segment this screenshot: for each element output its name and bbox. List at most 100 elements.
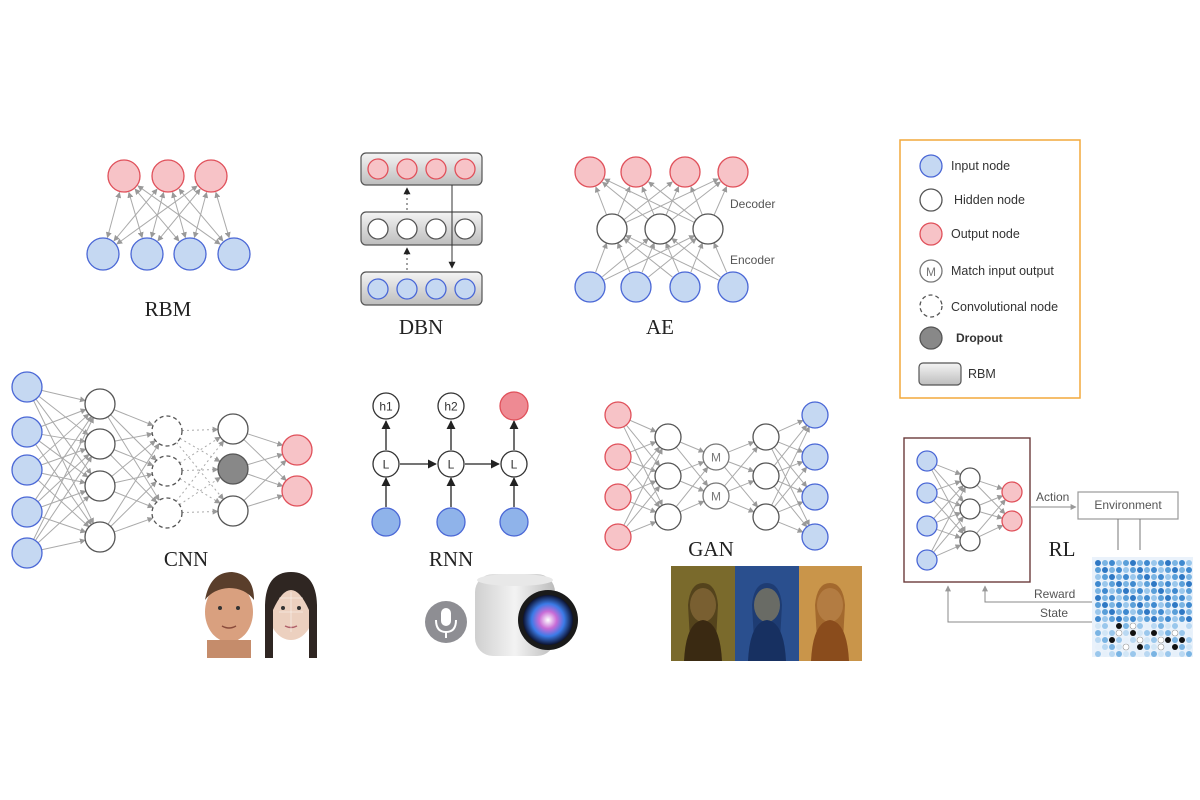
go-board-cell (1102, 644, 1108, 650)
cnn-hidden-node (84, 470, 116, 502)
rl-input-node (916, 450, 938, 472)
go-board-cell (1116, 644, 1122, 650)
go-board-cell (1123, 588, 1129, 594)
cnn-edge (181, 466, 219, 473)
dbn-top-node (425, 158, 447, 180)
go-board-cell (1102, 637, 1108, 643)
go-board-cell (1130, 574, 1136, 580)
go-board-cell (1137, 574, 1143, 580)
go-board-cell (1116, 637, 1122, 643)
go-board-cell (1102, 602, 1108, 608)
gan-match-label: M (711, 451, 721, 465)
gan-input-node (604, 483, 632, 511)
cnn-edge (34, 455, 93, 541)
go-board-cell (1123, 630, 1129, 636)
go-board-cell (1095, 630, 1101, 636)
rl-reward-arrow (982, 585, 1092, 603)
go-board-cell (1172, 560, 1178, 566)
ae-network: Decoder Encoder AE (574, 156, 775, 339)
go-board-cell (1102, 581, 1108, 587)
gan-edge (773, 424, 808, 467)
cnn-output-node (281, 475, 313, 507)
cnn-edge (114, 431, 153, 442)
cnn-edge (247, 433, 284, 447)
go-board-cell (1102, 560, 1108, 566)
cnn-output-node (281, 434, 313, 466)
rl-edge (976, 499, 1006, 534)
ae-output-node (620, 156, 652, 188)
go-board-cell (1172, 602, 1178, 608)
go-board-cell (1158, 567, 1164, 573)
go-board-cell (1172, 609, 1178, 615)
go-board-cell (1158, 651, 1164, 657)
go-board-cell (1095, 637, 1101, 643)
rnn-title: RNN (429, 547, 473, 571)
cnn-edge (40, 448, 87, 466)
go-board-cell (1095, 595, 1101, 601)
cnn-edge (38, 440, 89, 478)
cnn-edge (181, 508, 219, 515)
go-board-cell (1151, 560, 1157, 566)
go-board-cell (1116, 574, 1122, 580)
go-board-cell (1116, 651, 1122, 657)
go-board-cell (1137, 567, 1143, 573)
go-board-cell (1186, 560, 1192, 566)
go-board-cell (1102, 595, 1108, 601)
go-board-cell (1165, 616, 1171, 622)
go-board-cell (1109, 609, 1115, 615)
gan-hidden-node (752, 462, 780, 490)
go-board-cell (1109, 651, 1115, 657)
go-board-cell (1137, 609, 1143, 615)
rnn-hidden-output-node (372, 392, 400, 420)
rbm-edge (214, 191, 231, 239)
legend-match-symbol: M (926, 265, 936, 279)
go-board-cell (1179, 574, 1185, 580)
go-board-cell (1109, 581, 1115, 587)
rl-title: RL (1049, 537, 1076, 561)
microphone-icon (425, 601, 467, 643)
go-board-cell (1102, 574, 1108, 580)
go-board-cell (1123, 581, 1129, 587)
go-board-cell (1186, 567, 1192, 573)
rl-action-label: Action (1036, 490, 1069, 504)
go-board-cell (1158, 588, 1164, 594)
go-board-cell (1165, 651, 1171, 657)
go-board-cell (1179, 588, 1185, 594)
go-board-cell (1116, 616, 1122, 622)
cnn-edge (38, 395, 89, 436)
dbn-network: DBN (360, 152, 483, 339)
go-board-cell (1123, 609, 1129, 615)
go-board-icon (1092, 557, 1193, 657)
go-board-cell (1109, 602, 1115, 608)
go-board-cell (1186, 609, 1192, 615)
rl-edge (931, 486, 966, 552)
go-board-cell (1095, 560, 1101, 566)
rl-edge (936, 480, 962, 491)
gan-output-node (801, 443, 829, 471)
dbn-middle-node (454, 218, 476, 240)
cnn-edge (113, 491, 154, 509)
go-board-cell (1130, 588, 1136, 594)
go-board-cell (1109, 595, 1115, 601)
gan-input-node (604, 443, 632, 471)
ae-hidden-node (596, 213, 628, 245)
gan-edge (679, 441, 705, 453)
go-board-cell (1172, 623, 1178, 629)
go-board-cell (1137, 560, 1143, 566)
gan-edge (679, 500, 705, 513)
rbm-hidden-node (86, 237, 120, 271)
go-board-cell (1109, 574, 1115, 580)
go-board-cell (1165, 630, 1171, 636)
ae-decoder-edge (690, 186, 703, 216)
go-board-cell (1158, 602, 1164, 608)
go-board-cell (1102, 651, 1108, 657)
ae-encoder-edge (624, 235, 719, 281)
rbm-visible-node (107, 159, 141, 193)
cnn-edge (35, 444, 92, 526)
gan-match-node (702, 443, 730, 471)
legend-input-label: Input node (951, 159, 1010, 173)
rnn-input-node (436, 507, 466, 537)
gan-edge (625, 424, 661, 467)
ae-decoder-edge (594, 186, 608, 216)
dbn-middle-node (367, 218, 389, 240)
